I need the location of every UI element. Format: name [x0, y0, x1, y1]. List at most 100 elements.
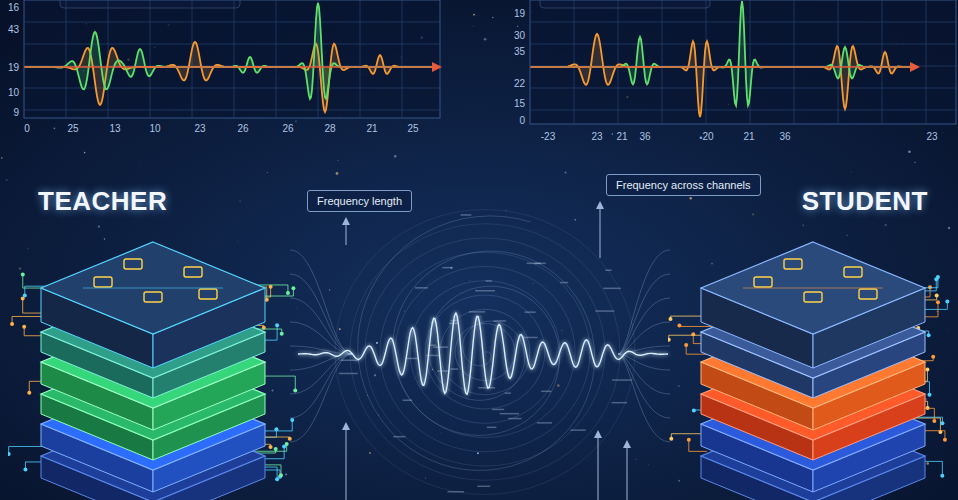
- formula-mark: [437, 370, 450, 372]
- circuit-node: [8, 452, 11, 456]
- star: [1, 157, 2, 158]
- grid-line: [530, 110, 956, 111]
- circuit-node: [684, 343, 688, 347]
- signal-fan-lines: [290, 250, 670, 442]
- axis-tick-label: 30: [514, 30, 525, 42]
- wave-line: [531, 34, 914, 117]
- top-trace: [743, 288, 883, 289]
- circuit-node: [275, 323, 279, 327]
- axis-tick-label: 10: [8, 87, 19, 99]
- processor-illustration: [8, 224, 298, 500]
- pointer-head: [342, 422, 350, 430]
- circuit-node: [22, 325, 26, 329]
- fan-line: [618, 354, 670, 394]
- star: [635, 459, 637, 461]
- star: [19, 267, 21, 269]
- chip: [199, 289, 217, 299]
- formula-mark: [442, 267, 451, 269]
- grid-line: [794, 0, 795, 124]
- axis-arrow: [910, 62, 920, 72]
- grid-line: [24, 22, 440, 23]
- fan-line: [618, 354, 670, 442]
- star: [846, 235, 847, 236]
- circuit-node: [23, 468, 27, 472]
- layer-top: [701, 242, 925, 334]
- formula-mark: [605, 270, 611, 272]
- circuit-node: [293, 389, 297, 393]
- circuit-node: [925, 368, 929, 372]
- star: [612, 133, 613, 134]
- layer-top: [41, 242, 265, 334]
- circuit-node: [668, 317, 672, 321]
- star: [296, 307, 298, 309]
- circuit-node: [269, 445, 273, 449]
- star: [6, 179, 8, 181]
- frequency-spiral: [335, 210, 635, 495]
- fan-line: [290, 274, 352, 354]
- formula-mark: [493, 320, 506, 322]
- spiral-ring: [335, 210, 635, 495]
- circuit-node: [668, 338, 671, 342]
- star: [517, 25, 519, 27]
- circuit-node: [21, 272, 25, 276]
- formula-mark: [339, 373, 358, 375]
- star: [329, 289, 330, 290]
- grid-line: [530, 88, 956, 89]
- star: [700, 136, 703, 139]
- pointer-line: [598, 436, 599, 500]
- circuit-node: [27, 391, 31, 395]
- star: [473, 25, 474, 26]
- chip: [184, 267, 202, 277]
- callout-box: Frequency length: [307, 190, 412, 212]
- chip: [844, 267, 862, 277]
- circuit-node: [940, 474, 944, 478]
- circuit-node: [687, 438, 691, 442]
- circuit-node: [269, 285, 273, 289]
- star: [339, 328, 341, 330]
- formula-mark: [393, 436, 405, 438]
- chip: [784, 259, 802, 269]
- axis-tick-label: 21: [743, 131, 754, 143]
- wave-fill: [25, 3, 436, 99]
- circuit-node: [927, 393, 931, 397]
- star: [469, 279, 471, 281]
- model-block: TEACHER: [8, 186, 298, 500]
- star: [479, 315, 481, 317]
- axis-line: [24, 66, 436, 68]
- grid-line: [66, 0, 67, 118]
- chart-frame: [530, 0, 956, 124]
- axis-tick-label: 36: [639, 131, 650, 143]
- star: [237, 241, 239, 243]
- axis-tick-label: 9: [13, 107, 19, 119]
- fan-line: [618, 274, 670, 354]
- processor-stack: [8, 242, 297, 500]
- formula-mark: [477, 486, 490, 488]
- star: [532, 283, 534, 285]
- star: [140, 164, 142, 166]
- wave-fill: [531, 34, 914, 117]
- wave-line: [531, 1, 914, 105]
- star: [285, 473, 287, 475]
- formula-mark: [486, 280, 492, 282]
- grid-line: [150, 0, 151, 118]
- grid-line: [360, 0, 361, 118]
- star: [908, 151, 911, 154]
- formula-mark: [487, 427, 497, 429]
- model-block: STUDENT: [668, 186, 958, 500]
- star: [440, 432, 442, 434]
- axis-tick-label: 23: [591, 131, 602, 143]
- circuit-node: [932, 419, 936, 423]
- formula-mark: [603, 288, 621, 290]
- fan-line: [290, 354, 352, 442]
- fan-line: [290, 298, 352, 354]
- callout-box: Frequency across channels: [606, 174, 761, 196]
- star: [466, 229, 468, 231]
- grid-line: [926, 0, 927, 124]
- grid-line: [750, 0, 751, 124]
- axis-tick-label: 13: [109, 123, 120, 135]
- chart-grid: [24, 0, 440, 118]
- grid-line: [574, 0, 575, 124]
- star: [561, 330, 563, 332]
- formula-mark: [541, 391, 551, 393]
- circuit-node: [279, 473, 283, 477]
